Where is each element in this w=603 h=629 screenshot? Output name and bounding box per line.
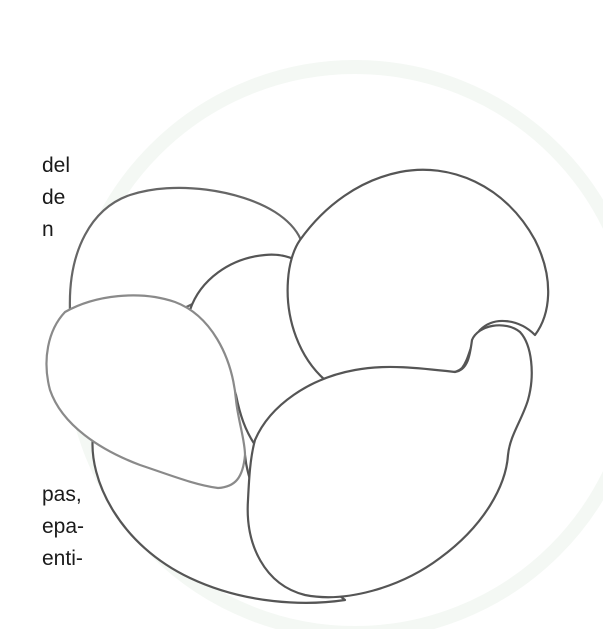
cell-bottom-right bbox=[246, 324, 533, 599]
text-fragment-line-5: epa- bbox=[42, 515, 85, 538]
text-fragment-line-1: del bbox=[42, 154, 71, 177]
text-fragment-line-4: pas, bbox=[42, 483, 82, 506]
text-fragment-line-3: n bbox=[42, 218, 54, 241]
text-fragment-line-6: enti- bbox=[42, 547, 83, 570]
text-fragment-line-2: de bbox=[42, 186, 66, 209]
cell-left-drop bbox=[45, 294, 247, 490]
